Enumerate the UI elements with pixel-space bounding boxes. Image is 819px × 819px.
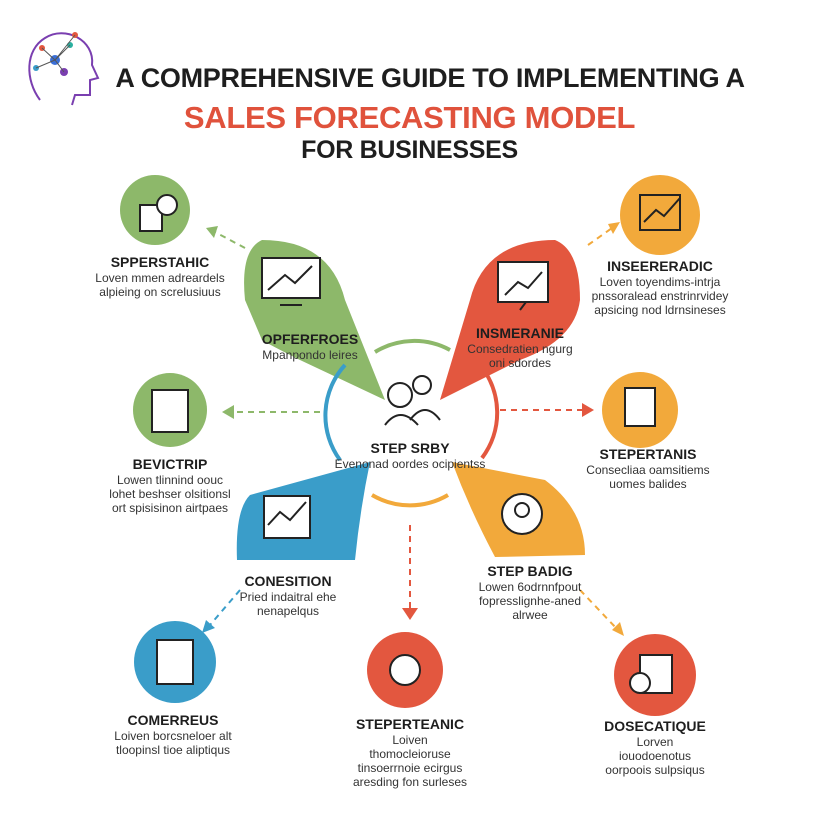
step-title: INSEERERADIC [607,258,713,274]
step-title: OPFERFROES [261,331,359,347]
gears-icon [389,654,421,686]
step-desc: Loiven borcsneloer alt tloopinsl tioe al… [114,729,232,757]
step-title: COMERREUS [127,712,219,728]
title-line-3: FOR BUSINESSES [301,136,518,164]
step-desc: Consedratien ngurg oni sdordes [467,342,573,370]
step-title: STEPERTEANIC [355,716,465,732]
step-desc: Lowen 6odrnnfpout fopresslignhe-aned alr… [478,580,582,622]
step-desc: Loven toyendims-intrja pnssoralead enstr… [591,275,729,317]
monitor-chart-icon [261,257,321,299]
gear-hand-icon [501,493,543,535]
step-title: BEVICTRIP [132,456,208,472]
title-line-2: SALES FORECASTING MODEL [183,100,636,135]
step-title: STEPERTANIS [599,446,697,462]
presentation-chart-icon [497,261,549,303]
step-title: STEP BADIG [487,563,573,579]
tablet-chart-icon [156,639,194,685]
document-check-icon [624,387,656,427]
growth-chart-icon [639,194,681,231]
step-title: SPPERSTAHIC [110,254,210,270]
center-desc: Evenonad oordes ocipientss [334,457,486,471]
step-title: INSMERANIE [476,325,564,341]
title-line-1: A COMPREHENSIVE GUIDE TO IMPLEMENTING A [115,63,745,93]
brain-logo-icon [28,32,100,106]
step-desc: Lorven iouodoenotus oorpoois sulpsiqus [605,735,705,777]
step-desc: Loiven thomocleioruse tinsoerrnoie ecirg… [352,733,468,789]
step-desc: Lowen tlinnind oouc lohet beshser olsiti… [109,473,231,515]
step-title: CONESITION [244,573,332,589]
report-icon [151,389,189,433]
step-desc: Loven mmen adreardels alpieing on screlu… [95,271,225,299]
step-desc: Mpanpondo leires [262,348,358,362]
team-gear-icon [384,375,441,426]
step-desc: Consecliaa oamsitiems uomes balides [586,463,710,491]
step-title: DOSECATIQUE [604,718,706,734]
step-desc: Pried indaitral ehe nenapelqus [239,590,337,618]
gear-document-icon [139,204,163,232]
center-title: STEP SRBY [370,440,450,456]
